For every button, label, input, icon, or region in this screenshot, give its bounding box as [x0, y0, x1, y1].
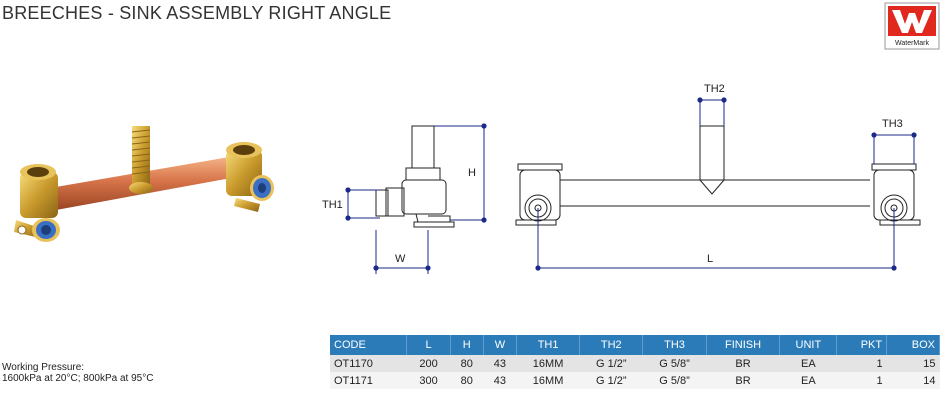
watermark-label: WaterMark	[895, 40, 929, 47]
cell-box: 15	[886, 355, 940, 372]
col-h: H	[450, 335, 484, 355]
cell-finish: BR	[706, 355, 780, 372]
table-row: OT1170 200 80 43 16MM G 1/2” G 5/8” BR E…	[330, 355, 940, 372]
col-pkt: PKT	[836, 335, 888, 355]
cell-unit: EA	[779, 372, 837, 389]
page-title: BREECHES - SINK ASSEMBLY RIGHT ANGLE	[2, 3, 392, 23]
col-th3: TH3	[642, 335, 707, 355]
dimension-label-th2: TH2	[704, 83, 725, 95]
col-code: CODE	[330, 335, 408, 355]
cell-w: 43	[483, 355, 517, 372]
cell-finish: BR	[706, 372, 780, 389]
dimension-label-th1: TH1	[322, 199, 343, 211]
dimension-drawing: TH1 H W TH2 TH3 L	[322, 83, 921, 274]
cell-h: 80	[450, 372, 484, 389]
col-th1: TH1	[516, 335, 581, 355]
cell-pkt: 1	[836, 372, 887, 389]
col-w: W	[483, 335, 517, 355]
product-photo	[14, 126, 274, 242]
dimension-label-h: H	[468, 167, 476, 179]
cell-unit: EA	[779, 355, 837, 372]
cell-th3: G 5/8”	[642, 355, 707, 372]
watermark-logo: WaterMark	[884, 2, 940, 50]
col-th2: TH2	[579, 335, 644, 355]
cell-code: OT1170	[330, 355, 407, 372]
cell-l: 200	[406, 355, 451, 372]
working-pressure-value: 1600kPa at 20°C; 800kPa at 95°C	[2, 373, 154, 384]
col-box: BOX	[886, 335, 940, 355]
dimension-label-l: L	[707, 253, 713, 265]
dimension-label-th3: TH3	[882, 118, 903, 130]
col-finish: FINISH	[706, 335, 781, 355]
cell-code: OT1171	[330, 372, 407, 389]
cell-w: 43	[483, 372, 517, 389]
cell-th1: 16MM	[516, 372, 580, 389]
working-pressure-label: Working Pressure:	[2, 362, 85, 373]
col-l: L	[406, 335, 451, 355]
dimension-label-w: W	[395, 253, 406, 265]
cell-th1: 16MM	[516, 355, 580, 372]
cell-box: 14	[886, 372, 940, 389]
cell-th2: G 1/2”	[579, 355, 643, 372]
cell-th3: G 5/8”	[642, 372, 707, 389]
col-unit: UNIT	[779, 335, 838, 355]
spec-table: CODE L H W TH1 TH2 TH3 FINISH UNIT PKT B…	[330, 335, 940, 389]
cell-th2: G 1/2”	[579, 372, 643, 389]
working-pressure: Working Pressure: 1600kPa at 20°C; 800kP…	[2, 362, 153, 384]
spec-table-header: CODE L H W TH1 TH2 TH3 FINISH UNIT PKT B…	[330, 335, 940, 355]
cell-h: 80	[450, 355, 484, 372]
cell-pkt: 1	[836, 355, 887, 372]
table-row: OT1171 300 80 43 16MM G 1/2” G 5/8” BR E…	[330, 372, 940, 389]
cell-l: 300	[406, 372, 451, 389]
